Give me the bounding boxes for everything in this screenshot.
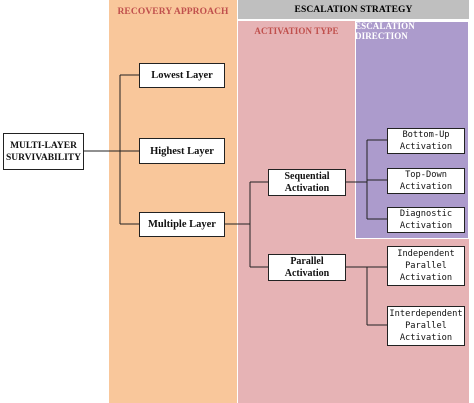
bottom-up-activation-node: Bottom-Up Activation [387, 128, 465, 154]
lowest-layer-node: Lowest Layer [139, 63, 225, 88]
sequential-activation-node: Sequential Activation [268, 169, 346, 196]
multiple-layer-node: Multiple Layer [139, 212, 225, 237]
root-node: MULTI-LAYER SURVIVABILITY [3, 133, 84, 170]
interdependent-parallel-activation-node: Interdependent Parallel Activation [387, 306, 465, 346]
top-down-activation-node: Top-Down Activation [387, 168, 465, 194]
independent-parallel-activation-node: Independent Parallel Activation [387, 246, 465, 286]
highest-layer-node: Highest Layer [139, 138, 225, 164]
parallel-activation-node: Parallel Activation [268, 254, 346, 281]
escalation-strategy-header: ESCALATION STRATEGY [238, 0, 469, 19]
activation-type-panel [238, 21, 355, 403]
activation-type-header: ACTIVATION TYPE [254, 25, 339, 36]
diagnostic-activation-node: Diagnostic Activation [387, 207, 465, 233]
escalation-direction-header: ESCALATION DIRECTION [355, 20, 415, 41]
recovery-approach-header: RECOVERY APPROACH [117, 6, 229, 17]
